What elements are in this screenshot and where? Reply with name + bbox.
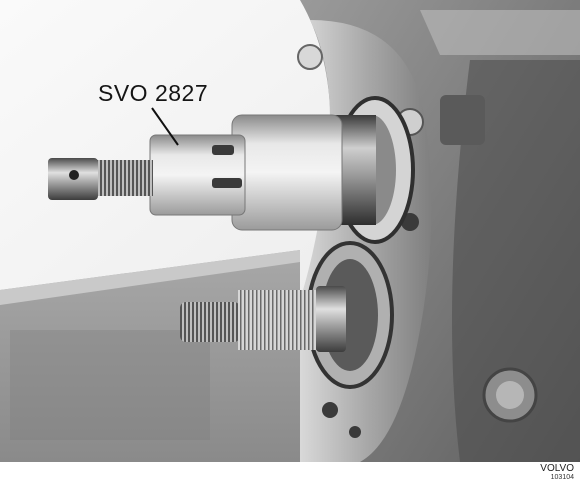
- tool-label: SVO 2827: [98, 80, 209, 106]
- callout-leader: [151, 107, 179, 146]
- tray-slot: [10, 330, 210, 440]
- flange-hole: [322, 402, 338, 418]
- puller-body: [231, 114, 343, 231]
- output-shaft-thread: [180, 302, 240, 342]
- housing-top-rim: [420, 10, 580, 55]
- bolt-head: [440, 95, 485, 145]
- output-shaft-collar: [316, 286, 346, 352]
- tray-edge: [0, 250, 300, 305]
- puller-slot: [212, 178, 242, 188]
- housing-shadow: [452, 60, 580, 462]
- puller-spindle-thread: [95, 160, 153, 196]
- flange-hole: [349, 426, 361, 438]
- spindle-cross-hole: [69, 170, 79, 180]
- brand-label: VOLVO: [540, 463, 574, 474]
- reference-number: 103104: [550, 474, 574, 481]
- output-shaft-spline: [238, 290, 318, 350]
- bolt-head: [297, 44, 323, 70]
- gearbox-photo: [0, 0, 580, 462]
- puller-slot: [212, 145, 234, 155]
